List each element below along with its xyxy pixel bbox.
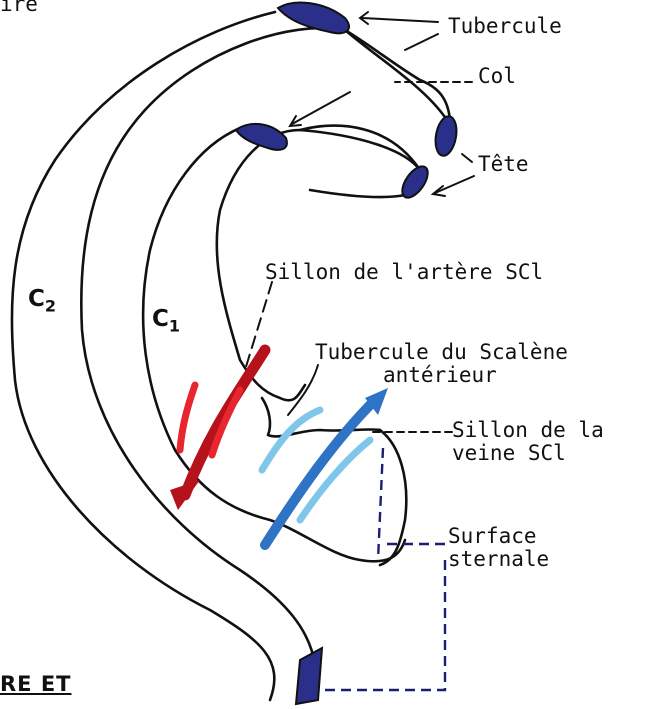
vein-arrow-dark [265, 400, 375, 545]
label-c1: C1 [152, 306, 180, 336]
sternal-surface-dash-3 [320, 560, 445, 690]
label-tubercule-scalene-2: antérieur [383, 363, 497, 387]
c2-outer-contour [12, 12, 275, 700]
c2-head-facet [433, 115, 460, 158]
c2-tubercle-facet [278, 3, 349, 34]
tete-arrow-1 [462, 154, 472, 162]
label-tete: Tête [478, 152, 529, 176]
label-sillon-veine-2: veine SCl [452, 441, 566, 465]
c1-head-facet [397, 162, 432, 202]
tubercule-arrow [362, 18, 438, 22]
label-col: Col [478, 64, 516, 88]
label-surface-2: sternale [448, 547, 549, 571]
label-c2-sub: 2 [45, 297, 56, 316]
label-c1-sub: 1 [169, 317, 180, 336]
artery-arrow-light-1 [180, 385, 195, 450]
label-sillon-veine-1: Sillon de la [452, 418, 604, 442]
fragment-top-left: ire [0, 0, 38, 16]
tete-arrow-2 [435, 176, 474, 193]
label-surface-1: Surface [448, 524, 537, 548]
label-c2-main: C [28, 286, 45, 312]
label-c2: C2 [28, 286, 56, 316]
label-sillon-artere: Sillon de l'artère SCl [265, 260, 543, 284]
label-c1-main: C [152, 306, 169, 332]
c2-sternal-cartilage [296, 648, 322, 704]
label-tubercule-scalene-1: Tubercule du Scalène [315, 340, 568, 364]
tubercule-line-2 [405, 34, 438, 50]
sternal-surface-dash-1 [378, 448, 383, 560]
c1-tubercle-facet [236, 124, 287, 150]
label-tubercule: Tubercule [448, 14, 562, 38]
c1-tubercle-arrow [292, 92, 350, 124]
fragment-bottom-left: RE ET [0, 672, 72, 696]
